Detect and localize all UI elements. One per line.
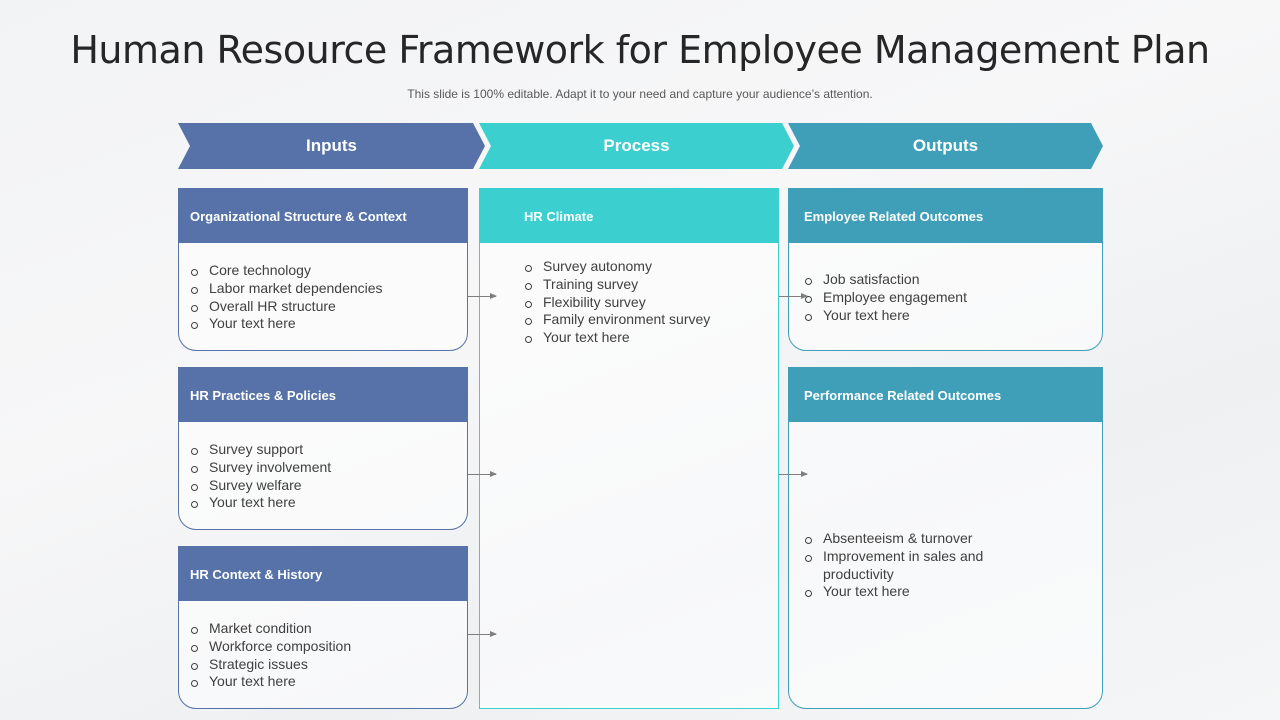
list-item: Absenteeism & turnover — [804, 530, 1024, 548]
list-item: Survey support — [190, 441, 331, 459]
arrow-connector — [468, 471, 497, 477]
output-box-heading: Employee Related Outcomes — [789, 189, 1102, 243]
arrow-connector — [468, 631, 497, 637]
inputs-chevron: Inputs — [178, 123, 485, 169]
arrow-connector — [468, 293, 497, 299]
output-box-list: Absenteeism & turnover Improvement in sa… — [804, 530, 1024, 601]
process-box-heading: HR Climate — [480, 189, 778, 243]
list-item: Market condition — [190, 620, 351, 638]
output-box-employee-outcomes: Employee Related Outcomes Job satisfacti… — [788, 188, 1103, 351]
arrow-connector — [779, 293, 808, 299]
list-item: Core technology — [190, 262, 383, 280]
input-box-hr-practices: HR Practices & Policies Survey support S… — [178, 367, 468, 530]
list-item: Job satisfaction — [804, 271, 967, 289]
input-box-heading: HR Practices & Policies — [179, 368, 467, 422]
input-box-list: Core technology Labor market dependencie… — [190, 262, 383, 333]
process-chevron: Process — [479, 123, 794, 169]
arrow-connector — [779, 471, 808, 477]
input-box-hr-context: HR Context & History Market condition Wo… — [178, 546, 468, 709]
output-box-heading: Performance Related Outcomes — [789, 368, 1102, 422]
list-item: Strategic issues — [190, 656, 351, 674]
process-box-hr-climate: HR Climate Survey autonomy Training surv… — [479, 188, 779, 709]
list-item: Flexibility survey — [524, 294, 710, 312]
page-subtitle: This slide is 100% editable. Adapt it to… — [407, 87, 873, 101]
list-item: Workforce composition — [190, 638, 351, 656]
list-item: Overall HR structure — [190, 298, 383, 316]
list-item: Training survey — [524, 276, 710, 294]
list-item: Your text here — [190, 494, 331, 512]
output-box-list: Job satisfaction Employee engagement You… — [804, 271, 967, 324]
list-item: Your text here — [190, 673, 351, 691]
list-item: Labor market dependencies — [190, 280, 383, 298]
outputs-chevron: Outputs — [788, 123, 1103, 169]
list-item: Your text here — [524, 329, 710, 347]
input-box-list: Survey support Survey involvement Survey… — [190, 441, 331, 512]
list-item: Survey welfare — [190, 477, 331, 495]
page-title: Human Resource Framework for Employee Ma… — [70, 28, 1210, 72]
list-item: Employee engagement — [804, 289, 967, 307]
input-box-heading: HR Context & History — [179, 547, 467, 601]
input-box-list: Market condition Workforce composition S… — [190, 620, 351, 691]
list-item: Your text here — [804, 583, 1024, 601]
list-item: Family environment survey — [524, 311, 710, 329]
list-item: Your text here — [190, 315, 383, 333]
list-item: Survey autonomy — [524, 258, 710, 276]
output-box-performance-outcomes: Performance Related Outcomes Absenteeism… — [788, 367, 1103, 709]
input-box-org-structure: Organizational Structure & Context Core … — [178, 188, 468, 351]
input-box-heading: Organizational Structure & Context — [179, 189, 467, 243]
list-item: Your text here — [804, 307, 967, 325]
process-box-list: Survey autonomy Training survey Flexibil… — [524, 258, 710, 347]
list-item: Improvement in sales and productivity — [804, 548, 1024, 584]
list-item: Survey involvement — [190, 459, 331, 477]
